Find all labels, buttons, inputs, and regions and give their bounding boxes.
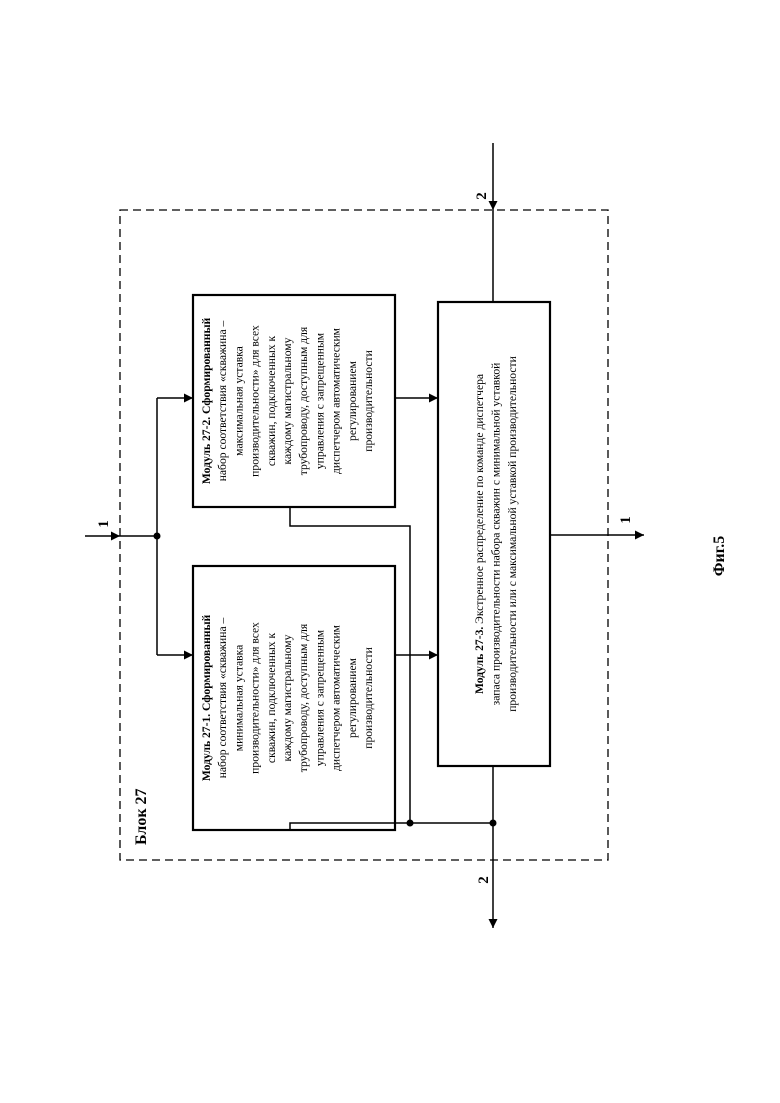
module-text-line: производительности» для всех — [249, 325, 262, 477]
module-text-line: каждому магистральному — [281, 634, 294, 761]
module-text-line: производительности — [362, 350, 375, 452]
module-text-line: трубопроводу, доступным для — [297, 623, 310, 772]
module-text-line: трубопроводу, доступным для — [297, 326, 310, 475]
module-text-line: Модуль 27-3. Экстренное распределение по… — [473, 374, 486, 694]
module-text-line: каждому магистральному — [281, 337, 294, 464]
module-text-line: Модуль 27-1. Сформированный — [200, 615, 213, 782]
module-text-line: производительности» для всех — [249, 622, 262, 774]
module-text-line: набор соответствия «скважина – — [216, 618, 229, 779]
feedback-junction-left — [407, 820, 414, 827]
module-text-line: запаса производительности набора скважин… — [490, 363, 503, 706]
module-text-line: управления с запрещенным — [313, 629, 326, 766]
module-text-line: производительности — [362, 647, 375, 749]
module-text-line: минимальная уставка — [232, 645, 245, 751]
module-text-line: регулированием — [346, 360, 359, 441]
module-text-line: производительности или с максимальной ус… — [506, 356, 519, 712]
figure-caption: Фиг.5 — [711, 536, 728, 576]
module-text-line: Модуль 27-2. Сформированный — [200, 318, 213, 485]
input-1-label: 1 — [96, 520, 112, 528]
module-text-line: управления с запрещенным — [313, 332, 326, 469]
input-2-label: 2 — [474, 192, 490, 200]
feedback-junction-right — [490, 820, 497, 827]
module-text-line: диспетчером автоматическим — [330, 327, 343, 474]
module-text-line: скважин, подключенных к — [265, 336, 278, 467]
output-2-label: 2 — [476, 876, 492, 884]
output-1-label: 1 — [618, 516, 634, 524]
module-27-3-text: Модуль 27-3. Экстренное распределение по… — [473, 356, 519, 712]
module-text-line: регулированием — [346, 657, 359, 738]
block-label: Блок 27 — [133, 788, 150, 845]
module-text-line: диспетчером автоматическим — [330, 624, 343, 771]
module-text-line: набор соответствия «скважина – — [216, 321, 229, 482]
module-text-line: максимальная уставка — [232, 346, 245, 456]
module-text-line: скважин, подключенных к — [265, 633, 278, 764]
